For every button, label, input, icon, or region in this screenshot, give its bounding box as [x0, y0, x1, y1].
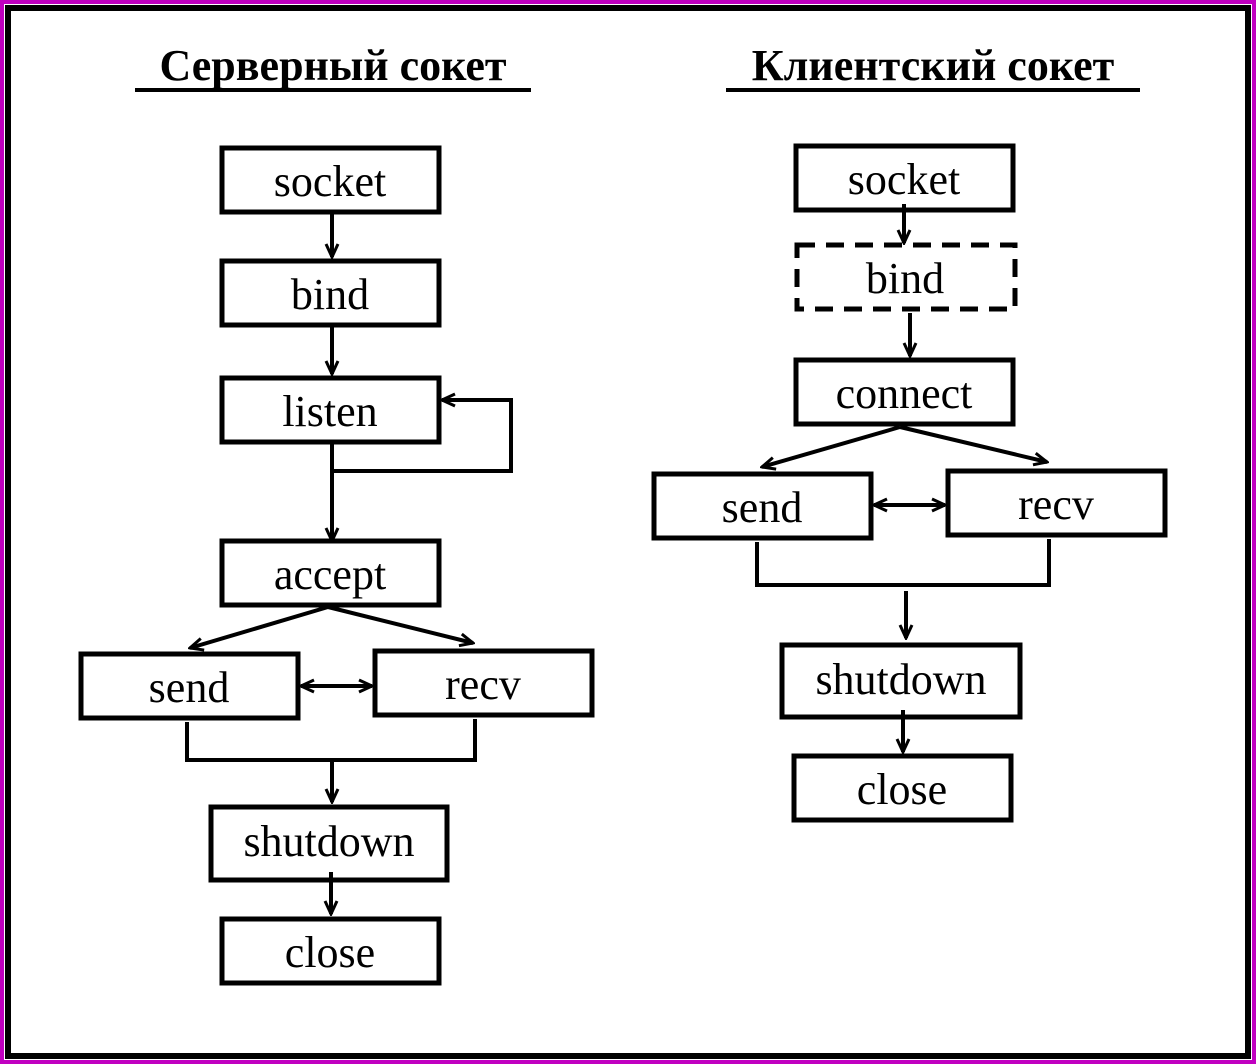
- server-listen-label: listen: [282, 387, 377, 436]
- server-bracket: [185, 719, 477, 762]
- server-send-label: send: [149, 663, 230, 712]
- server-recv-label: recv: [445, 660, 521, 709]
- server-arrow-accept-recv: [327, 605, 473, 643]
- server-socket-box: socket: [219, 145, 442, 215]
- client-bind-label: bind: [866, 254, 944, 303]
- client-arrow-connect-recv: [899, 425, 1047, 462]
- inner-frame: [5, 5, 1251, 1059]
- client-close-label: close: [857, 765, 947, 814]
- client-arrow-connect-send: [762, 425, 901, 467]
- client-column: Клиентский сокет socket bind connect sen…: [651, 41, 1168, 823]
- client-shutdown-label: shutdown: [815, 655, 986, 704]
- server-close-box: close: [219, 916, 442, 986]
- server-bind-label: bind: [291, 270, 369, 319]
- client-send-label: send: [722, 483, 803, 532]
- server-title: Серверный сокет: [159, 41, 506, 90]
- client-socket-box: socket: [793, 143, 1016, 213]
- server-column: Серверный сокет socket bind listen accep…: [78, 41, 595, 986]
- server-shutdown-box: shutdown: [208, 804, 450, 883]
- client-bind-box-optional: bind: [794, 242, 1018, 312]
- server-close-label: close: [285, 928, 375, 977]
- client-send-box: send: [651, 471, 874, 541]
- server-accept-box: accept: [219, 538, 442, 608]
- server-accept-label: accept: [274, 550, 386, 599]
- server-recv-box: recv: [372, 648, 595, 718]
- client-recv-box: recv: [945, 468, 1168, 538]
- client-recv-label: recv: [1018, 480, 1094, 529]
- server-shutdown-label: shutdown: [243, 817, 414, 866]
- client-bracket: [755, 539, 1051, 587]
- server-bind-box: bind: [219, 258, 442, 328]
- server-send-box: send: [78, 651, 301, 721]
- client-close-box: close: [791, 753, 1014, 823]
- server-listen-box: listen: [219, 375, 442, 445]
- client-title: Клиентский сокет: [752, 41, 1115, 90]
- client-socket-label: socket: [848, 155, 960, 204]
- server-listen-loop: [332, 400, 513, 473]
- client-connect-box: connect: [793, 357, 1016, 427]
- server-arrow-accept-send: [190, 605, 329, 648]
- client-connect-label: connect: [836, 369, 973, 418]
- server-socket-label: socket: [274, 157, 386, 206]
- client-shutdown-box: shutdown: [779, 642, 1023, 720]
